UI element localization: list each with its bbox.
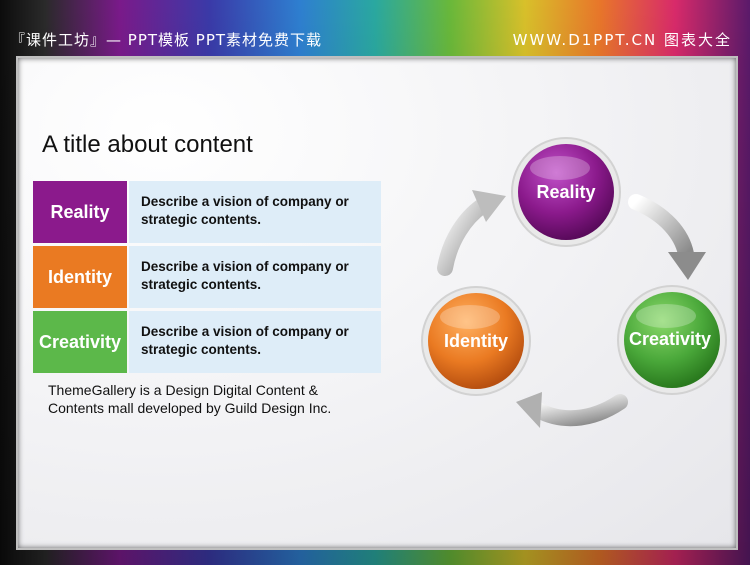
row-label: Creativity [33,311,127,373]
row-identity: Identity Describe a vision of company or… [33,246,381,308]
row-label: Reality [33,181,127,243]
cycle-node-identity [421,286,531,396]
footer-note: ThemeGallery is a Design Digital Content… [48,382,332,416]
cycle-node-creativity [617,285,727,395]
header-right-text: WWW.D1PPT.CN 图表大全 [512,31,732,49]
cycle-diagram: Reality Creativity Identity [410,130,730,430]
curved-arrow-icon [516,392,628,428]
cycle-node-label-creativity: Creativity [628,329,712,349]
slide-title: A title about content [42,131,253,158]
cycle-node-label-identity: Identity [443,331,508,351]
cycle-svg [421,137,727,428]
row-creativity: Creativity Describe a vision of company … [33,311,381,373]
row-label: Identity [33,246,127,308]
header-left-text: 『课件工坊』— PPT模板 PPT素材免费下载 [10,31,323,49]
row-reality: Reality Describe a vision of company or … [33,181,381,243]
cycle-node-label-reality: Reality [536,182,596,202]
row-description: Describe a vision of company or strategi… [129,246,381,308]
row-description: Describe a vision of company or strategi… [129,311,381,373]
curved-arrow-icon [437,190,506,276]
row-description: Describe a vision of company or strategi… [129,181,381,243]
cycle-node-reality [511,137,621,247]
curved-arrow-icon [628,194,706,280]
header-bar: 『课件工坊』— PPT模板 PPT素材免费下载 WWW.D1PPT.CN 图表大… [0,0,750,52]
